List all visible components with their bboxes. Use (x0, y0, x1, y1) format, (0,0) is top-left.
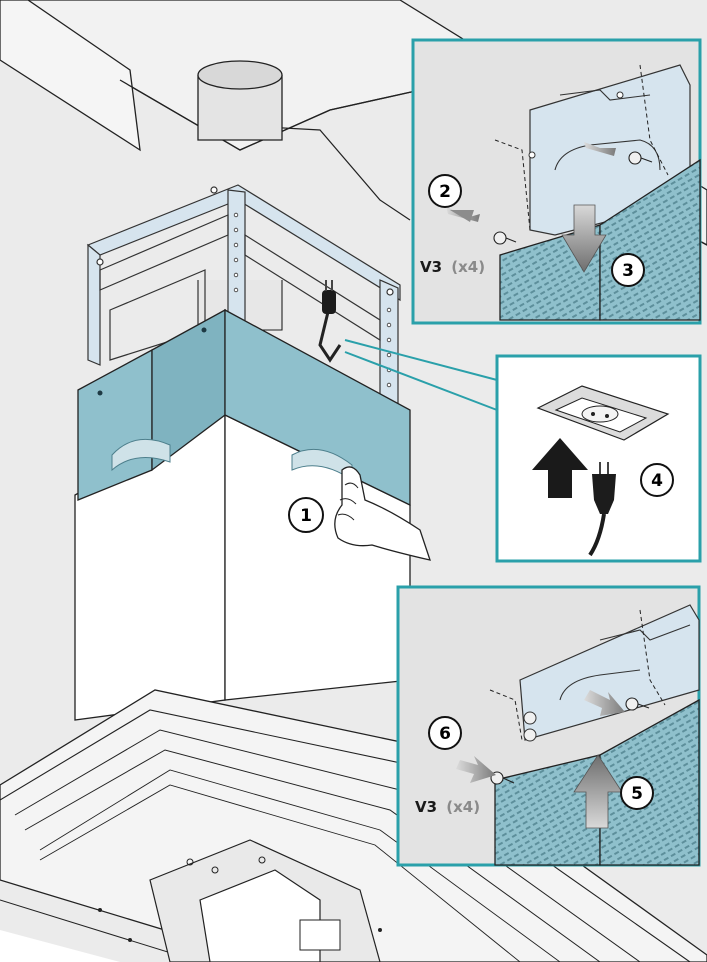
screw-code-top: V3 (420, 258, 442, 276)
step-5-badge (620, 776, 654, 810)
step-1-label: 1 (300, 506, 312, 526)
hand-illustration (334, 466, 431, 561)
step-6-label: 6 (439, 724, 451, 744)
motor-unit (98, 839, 382, 962)
step-6-badge (428, 716, 462, 750)
power-plug (318, 280, 342, 363)
upper-chimney-panel (77, 308, 411, 507)
step-2-badge (428, 174, 462, 208)
step-5-label: 5 (631, 784, 643, 804)
step-1-badge: 1 (288, 497, 324, 533)
callout-plug: 4 (495, 354, 702, 563)
screw-label-bottom: V3 (x4) (415, 798, 480, 816)
screw-code-bottom: V3 (415, 798, 437, 816)
screw-qty-top: (x4) (451, 258, 485, 276)
lower-chimney (74, 413, 411, 721)
step-2-label: 2 (439, 182, 451, 202)
step-3-badge (611, 253, 645, 287)
step-3-label: 3 (622, 261, 634, 281)
callout-top: 2 3 V3 (x4) (411, 38, 702, 325)
screw-qty-bottom: (x4) (446, 798, 480, 816)
step-4-label: 4 (651, 471, 663, 491)
callout-bottom: 5 6 V3 (x4) (396, 585, 701, 867)
screw-label-top: V3 (x4) (420, 258, 485, 276)
callout-connectors (344, 339, 498, 411)
step-4-badge (640, 463, 674, 497)
plug-icon (588, 462, 616, 557)
frame-holes (233, 212, 392, 388)
